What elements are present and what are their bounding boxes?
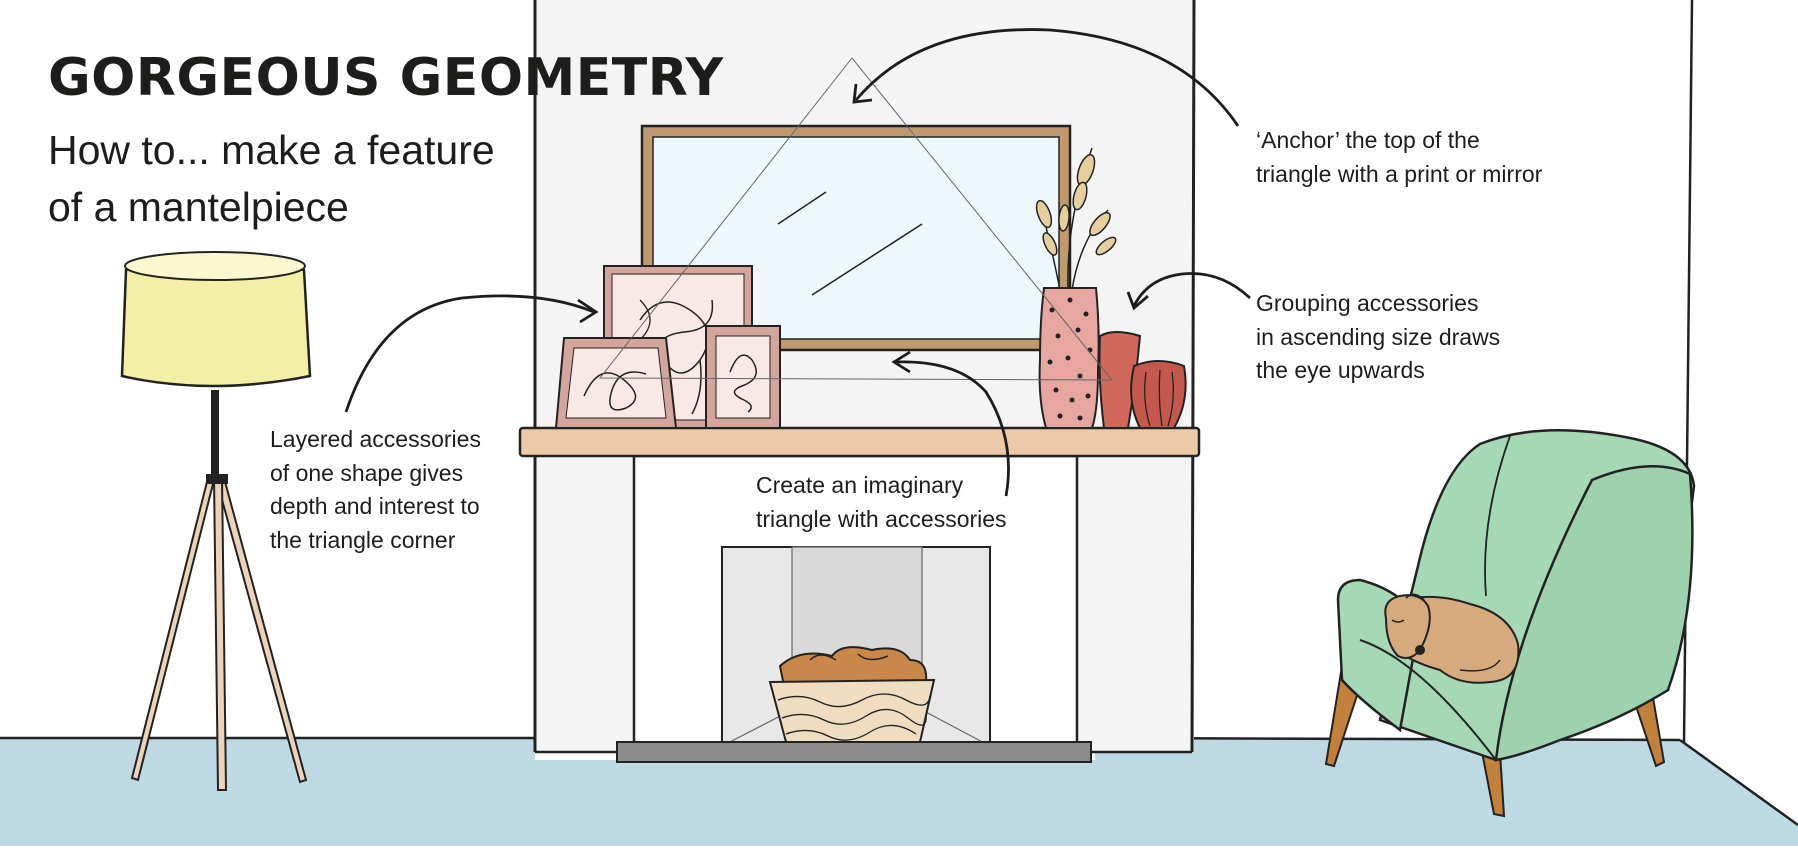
annotation-triangle: Create an imaginary triangle with access… xyxy=(756,469,1007,536)
wall-corner-line xyxy=(1682,0,1694,743)
log-basket-icon xyxy=(768,646,936,743)
arrow-anchor-head xyxy=(852,83,873,104)
page-title: GORGEOUS GEOMETRY xyxy=(48,48,724,108)
picture-frame-icon-right xyxy=(705,325,781,429)
subtitle-line-1: How to... make a feature xyxy=(48,127,495,173)
floor-lamp-icon xyxy=(120,251,312,791)
annotation-layered-line-3: depth and interest to xyxy=(270,493,480,519)
annotation-triangle-line-2: triangle with accessories xyxy=(756,505,1007,532)
annotation-layered: Layered accessories of one shape gives d… xyxy=(270,423,481,557)
arrow-layered xyxy=(344,294,595,413)
annotation-grouping-line-2: in ascending size draws xyxy=(1256,323,1501,350)
floor xyxy=(0,738,1798,846)
pampas-grass-icon xyxy=(1035,147,1117,291)
chimney-right-edge xyxy=(1190,0,1196,753)
annotation-layered-line-2: of one shape gives xyxy=(270,459,464,486)
wall-corner-floor-line xyxy=(1679,738,1798,827)
hearth xyxy=(616,741,1092,763)
arrow-grouping xyxy=(1132,272,1251,307)
vase-icon xyxy=(1038,287,1100,429)
arrow-layered-head xyxy=(577,298,599,324)
vase-ridges xyxy=(1144,369,1174,427)
annotation-anchor-line-1: ‘Anchor’ the top of the xyxy=(1256,127,1480,153)
arrow-triangle-head xyxy=(891,350,911,374)
annotation-anchor-line-2: triangle with a print or mirror xyxy=(1256,160,1543,187)
annotation-layered-line-1: Layered accessories xyxy=(270,426,481,452)
arrow-grouping-head xyxy=(1126,291,1149,311)
imaginary-triangle xyxy=(598,57,1114,381)
vase-terracotta-short xyxy=(1130,360,1187,429)
annotation-layered-line-4: the triangle corner xyxy=(270,526,456,553)
annotation-grouping: Grouping accessories in ascending size d… xyxy=(1256,287,1500,388)
arrow-triangle xyxy=(895,360,1010,497)
annotation-grouping-line-1: Grouping accessories xyxy=(1256,290,1479,316)
subtitle-line-2: of a mantelpiece xyxy=(48,184,349,230)
annotation-arrows xyxy=(344,28,1251,497)
page-subtitle: How to... make a feature of a mantelpiec… xyxy=(48,122,568,236)
annotation-anchor: ‘Anchor’ the top of the triangle with a … xyxy=(1256,124,1542,191)
annotation-triangle-line-1: Create an imaginary xyxy=(756,472,964,498)
firebox-floor-right xyxy=(921,709,991,747)
annotation-grouping-line-3: the eye upwards xyxy=(1256,357,1425,383)
mantel-shelf xyxy=(518,426,1201,458)
sleeping-dog-icon xyxy=(1384,593,1520,684)
picture-frame-icon-left xyxy=(554,337,678,429)
arrow-anchor xyxy=(854,28,1240,127)
